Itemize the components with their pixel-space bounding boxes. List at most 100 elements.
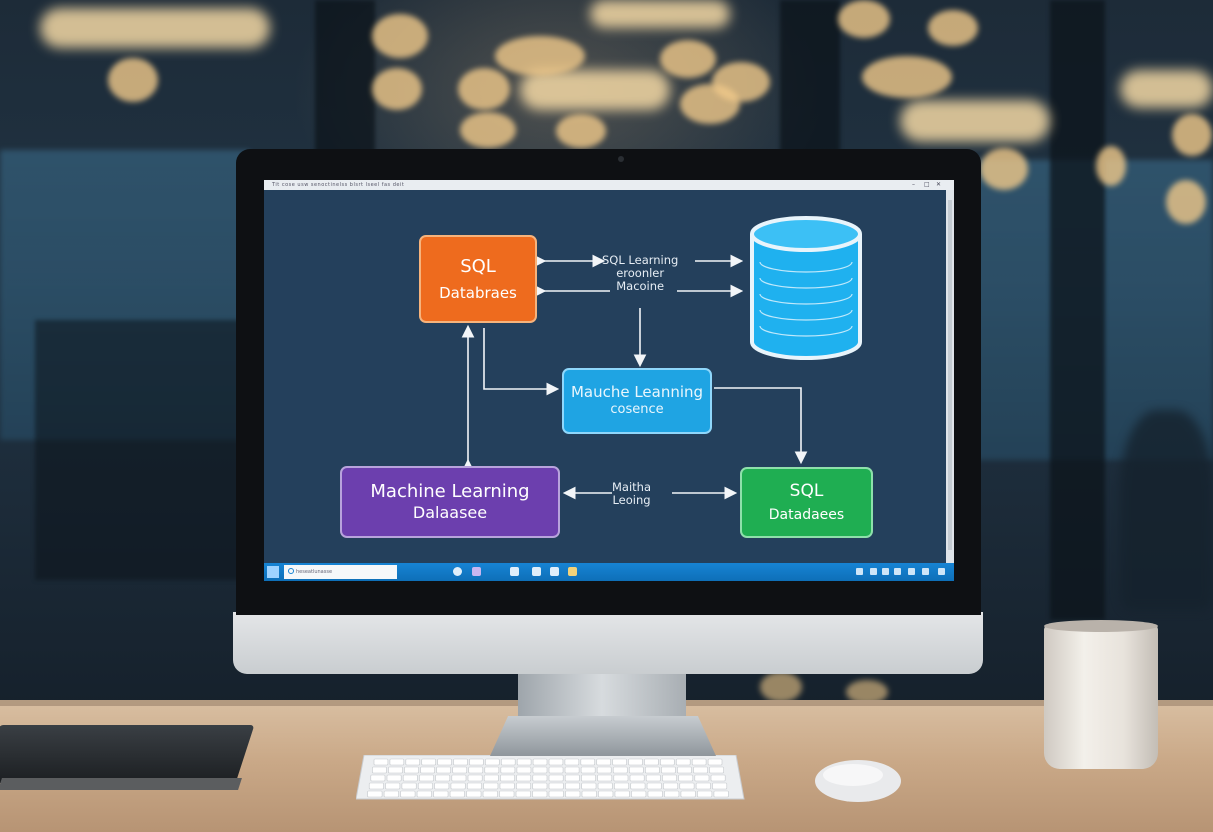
window-title: Tit cose usw senoctinelss blsrt lseel fa… — [272, 182, 405, 188]
bokeh-light — [660, 40, 716, 78]
keyboard-key — [564, 766, 580, 774]
mouse — [815, 760, 901, 802]
keyboard-key — [451, 774, 467, 782]
notebook-pages — [0, 778, 242, 790]
bokeh-light — [712, 62, 770, 102]
node-machine-learning-database[interactable]: Machine Learning Dalaasee — [340, 466, 560, 538]
keyboard-key — [675, 758, 691, 766]
close-icon[interactable]: ✕ — [936, 181, 942, 188]
keyboard-key — [679, 782, 695, 790]
keyboard-key — [449, 790, 465, 798]
keyboard-key — [383, 790, 399, 798]
bokeh-light — [458, 68, 510, 110]
keyboard-key — [466, 782, 482, 790]
edge-label-bottom: Maitha Leoing — [612, 480, 651, 508]
keyboard-key — [598, 790, 614, 798]
keyboard-key — [580, 758, 596, 766]
maximize-icon[interactable]: □ — [924, 181, 930, 188]
app-icon[interactable] — [472, 567, 481, 576]
keyboard-key — [373, 758, 389, 766]
keyboard-key — [628, 758, 643, 766]
keyboard-key — [645, 774, 661, 782]
minimize-icon[interactable]: – — [912, 181, 915, 188]
background-pillar — [780, 0, 840, 160]
keyboard-key — [485, 758, 500, 766]
keyboard-key — [482, 790, 498, 798]
notification-icon[interactable] — [922, 568, 929, 575]
keyboard-key — [691, 758, 707, 766]
ceiling-light — [520, 70, 670, 110]
keyboard-key — [500, 774, 515, 782]
keyboard-key — [499, 782, 515, 790]
keyboard-key — [565, 790, 581, 798]
ceiling-light — [590, 0, 730, 28]
mail-icon[interactable] — [550, 567, 559, 576]
scrollbar-thumb[interactable] — [948, 200, 952, 550]
node-title: Mauche Leanning — [570, 382, 704, 401]
battery-icon[interactable] — [908, 568, 915, 575]
keyboard-key — [402, 774, 418, 782]
node-sql-datadaees[interactable]: SQL Datadaees — [740, 467, 873, 538]
ceiling-light — [900, 100, 1050, 142]
keyboard-key — [628, 766, 644, 774]
keyboard-key — [436, 766, 451, 774]
keyboard-key — [581, 774, 596, 782]
edge-sql-to-center — [483, 328, 560, 396]
node-subtitle: Datadaees — [768, 507, 845, 524]
keyboard-key — [484, 766, 500, 774]
keyboard-key — [677, 766, 692, 774]
keyboard-key — [564, 774, 580, 782]
edge-label-line: Leoing — [612, 493, 651, 508]
monitor-chin — [233, 612, 983, 674]
folder-icon[interactable] — [510, 567, 519, 576]
keyboard-key — [596, 766, 612, 774]
network-icon[interactable] — [870, 568, 877, 575]
edge-label-top: SQL Learning eroonler Macoine — [602, 253, 678, 294]
bokeh-light — [1166, 180, 1206, 224]
keyboard-key — [368, 782, 384, 790]
document-icon[interactable] — [532, 567, 541, 576]
window-titlebar: Tit cose usw senoctinelss blsrt lseel fa… — [264, 180, 954, 190]
keyboard-key — [697, 790, 713, 798]
desktop-icon[interactable] — [938, 568, 945, 575]
keyboard-key — [469, 758, 484, 766]
keyboard-key — [367, 790, 383, 798]
chevron-up-icon[interactable] — [856, 568, 863, 575]
taskbar-search-input[interactable]: heseatlunasse — [284, 565, 397, 579]
keyboard-key — [372, 766, 387, 774]
keyboard-key — [400, 790, 416, 798]
node-title: Machine Learning — [370, 480, 530, 502]
keyboard-key — [581, 790, 597, 798]
photos-icon[interactable] — [568, 567, 577, 576]
keyboard-key — [548, 790, 564, 798]
keyboard-key — [515, 790, 531, 798]
keyboard-key — [405, 758, 421, 766]
bokeh-light — [372, 68, 422, 110]
bokeh-light — [495, 36, 585, 76]
keyboard-key — [631, 790, 647, 798]
monitor-stand-base — [490, 716, 716, 756]
bokeh-light — [460, 112, 516, 148]
monitor-screen: Tit cose usw senoctinelss blsrt lseel fa… — [264, 180, 954, 581]
keyboard-key — [693, 766, 708, 774]
node-subtitle: cosence — [610, 402, 664, 418]
webcam — [618, 156, 624, 162]
keyboard-key — [416, 790, 432, 798]
browser-icon[interactable] — [453, 567, 462, 576]
keyboard-key — [647, 790, 663, 798]
node-sql-databases[interactable]: SQL Databraes — [419, 235, 537, 323]
wifi-icon[interactable] — [894, 568, 901, 575]
keyboard-key — [421, 758, 436, 766]
keyboard-key — [613, 774, 629, 782]
keyboard-key — [548, 774, 564, 782]
keyboard-key — [612, 766, 628, 774]
search-icon — [288, 568, 294, 574]
keyboard-key — [680, 790, 696, 798]
node-subtitle: Dalaasee — [412, 503, 488, 523]
node-machine-learning-center[interactable]: Mauche Leanning cosence — [562, 368, 712, 434]
volume-icon[interactable] — [882, 568, 889, 575]
keyboard-key — [433, 790, 449, 798]
keyboard-key — [694, 774, 710, 782]
keyboard-key — [516, 758, 532, 766]
start-icon[interactable] — [267, 566, 279, 578]
